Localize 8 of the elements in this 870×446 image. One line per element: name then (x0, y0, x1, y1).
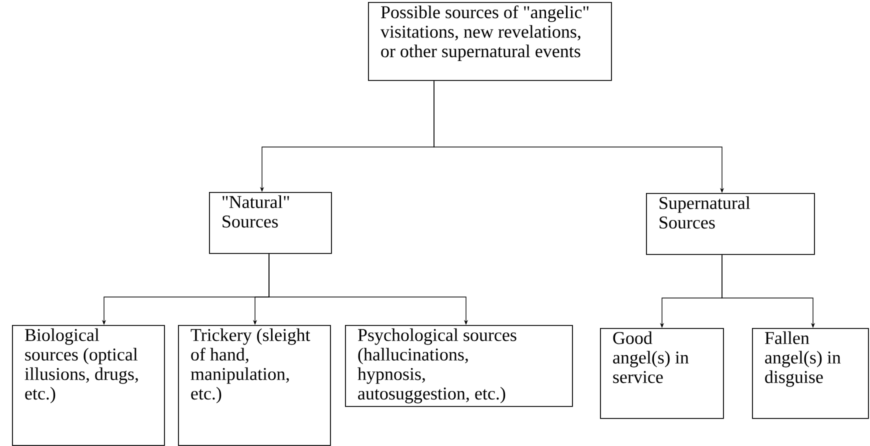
text-box: Psychological sources (hallucinations, hypnosis, autosuggestion, etc.) (345, 325, 573, 407)
text-box: Supernatural Sources (646, 193, 815, 255)
text-box: Fallen angel(s) in disguise (752, 328, 869, 419)
text-box: "Natural" Sources (209, 192, 332, 254)
text-box: Biological sources (optical illusions, drugs, etc.) (12, 325, 165, 446)
text-box: Good angel(s) in service (600, 328, 724, 419)
text-box: Trickery (sleight of hand, manipulation, etc.) (178, 325, 331, 446)
text-box: Possible sources of "angelic" visitations, new revelations, or other supernatural events (368, 2, 612, 81)
